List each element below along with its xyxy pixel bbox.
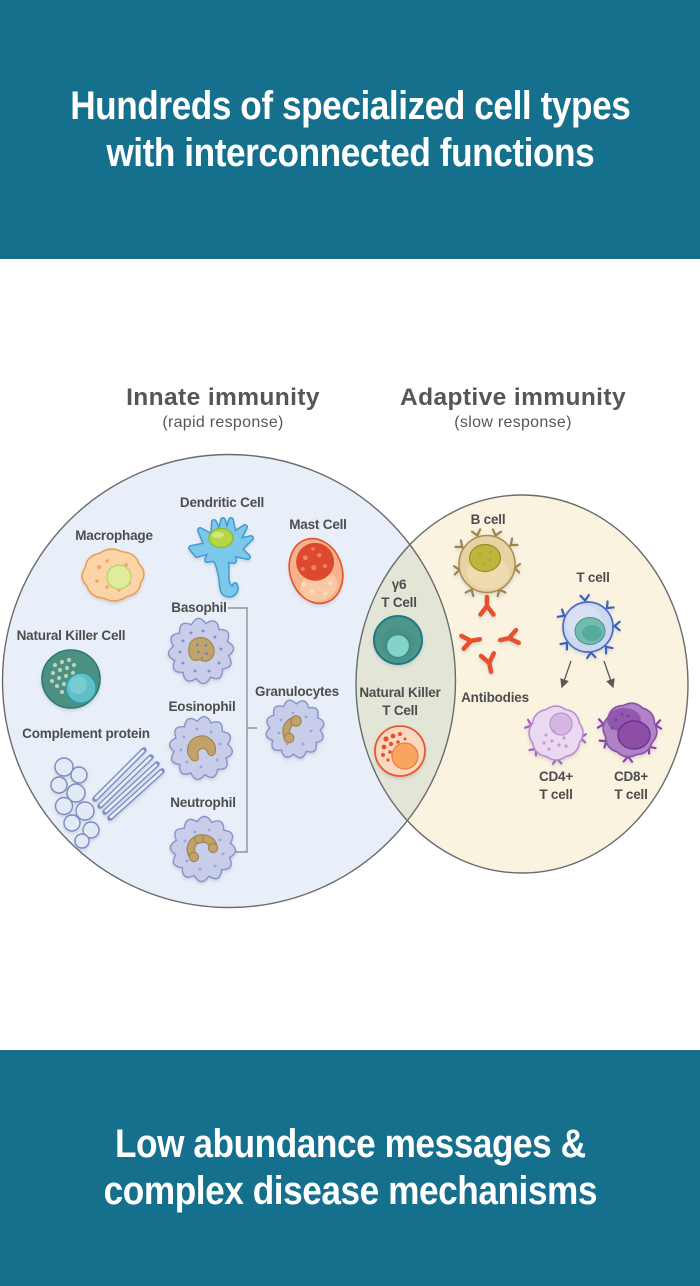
t-cell bbox=[556, 593, 621, 660]
nkt-label-line2: T Cell bbox=[382, 703, 418, 718]
nkt-label-line1: Natural Killer bbox=[359, 685, 441, 700]
dendritic-label: Dendritic Cell bbox=[180, 495, 264, 510]
macrophage-cell bbox=[75, 543, 150, 606]
header-title: Hundreds of specialized cell types with … bbox=[69, 83, 631, 177]
cd8-t-cell bbox=[598, 698, 662, 762]
header-band: Hundreds of specialized cell types with … bbox=[0, 0, 700, 259]
adaptive-heading: Adaptive immunity bbox=[400, 384, 626, 411]
header-title-line1: Hundreds of specialized cell types bbox=[69, 83, 631, 128]
mast-cell-core bbox=[296, 542, 335, 581]
macrophage-nucleus bbox=[106, 564, 132, 590]
cd4-label-line2: T cell bbox=[539, 787, 572, 802]
granulocytes-label: Granulocytes bbox=[255, 684, 339, 699]
innate-heading: Innate immunity bbox=[126, 384, 320, 411]
header-title-line2: with interconnected functions bbox=[106, 130, 594, 175]
footer-band: Low abundance messages & complex disease… bbox=[0, 1050, 700, 1286]
eosinophil-nucleus bbox=[187, 735, 217, 762]
complement-label: Complement protein bbox=[22, 726, 150, 741]
gamma-delta-nucleus bbox=[385, 633, 411, 659]
basophil-label: Basophil bbox=[171, 600, 226, 615]
neutrophil-nucleus bbox=[186, 834, 219, 863]
eosinophil-cell bbox=[166, 713, 235, 782]
b-cell-nucleus bbox=[468, 543, 502, 573]
cd4-t-cell bbox=[522, 699, 590, 767]
antibodies-label: Antibodies bbox=[461, 690, 529, 705]
nkt-cell-nucleus bbox=[391, 742, 419, 770]
footer-title-line2: complex disease mechanisms bbox=[103, 1169, 597, 1213]
immunity-venn-diagram: Innate immunity (rapid response) Adaptiv… bbox=[1, 384, 689, 1050]
granulocytes-bracket bbox=[228, 607, 257, 853]
gamma-delta-label-line2: T Cell bbox=[381, 595, 417, 610]
cd8-nucleus bbox=[617, 720, 651, 750]
adaptive-subheading: (slow response) bbox=[454, 414, 571, 431]
eosinophil-label: Eosinophil bbox=[169, 699, 236, 714]
innate-subheading: (rapid response) bbox=[162, 414, 283, 431]
tcell-differentiation-arrows bbox=[560, 660, 615, 689]
natural-killer-t-cell bbox=[374, 725, 426, 777]
t-cell-label: T cell bbox=[576, 570, 609, 585]
cd8-label-line1: CD8+ bbox=[614, 769, 648, 784]
cd4-nucleus bbox=[549, 712, 573, 736]
cell-labels: Macrophage Dendritic Cell Mast Cell Baso… bbox=[17, 495, 649, 810]
neutrophil-label: Neutrophil bbox=[170, 795, 236, 810]
complement-protein bbox=[50, 747, 165, 849]
cd4-label-line1: CD4+ bbox=[539, 769, 573, 784]
arrow-to-cd4 bbox=[560, 660, 572, 689]
mast-cell bbox=[288, 537, 344, 605]
granulocytes-nucleus bbox=[282, 715, 302, 744]
b-cell bbox=[452, 528, 522, 598]
dendritic-cell bbox=[188, 517, 254, 598]
gamma-delta-t-cell bbox=[373, 615, 423, 665]
footer-title: Low abundance messages & complex disease… bbox=[103, 1121, 597, 1215]
macrophage-label: Macrophage bbox=[75, 528, 153, 543]
neutrophil-cell bbox=[163, 809, 243, 889]
b-cell-label: B cell bbox=[471, 512, 506, 527]
adaptive-circle bbox=[356, 495, 688, 873]
nk-cell-label: Natural Killer Cell bbox=[17, 628, 126, 643]
footer-title-line1: Low abundance messages & bbox=[114, 1122, 586, 1166]
cd8-label-line2: T cell bbox=[614, 787, 647, 802]
basophil-nucleus bbox=[188, 636, 215, 662]
arrow-to-cd8 bbox=[603, 660, 615, 689]
mast-label: Mast Cell bbox=[289, 517, 346, 532]
natural-killer-cell bbox=[41, 649, 101, 709]
granulocytes-cell bbox=[256, 690, 335, 769]
dendritic-nucleus bbox=[208, 527, 234, 549]
gamma-delta-label-line1: γ6 bbox=[392, 577, 407, 592]
basophil-cell bbox=[164, 614, 237, 687]
